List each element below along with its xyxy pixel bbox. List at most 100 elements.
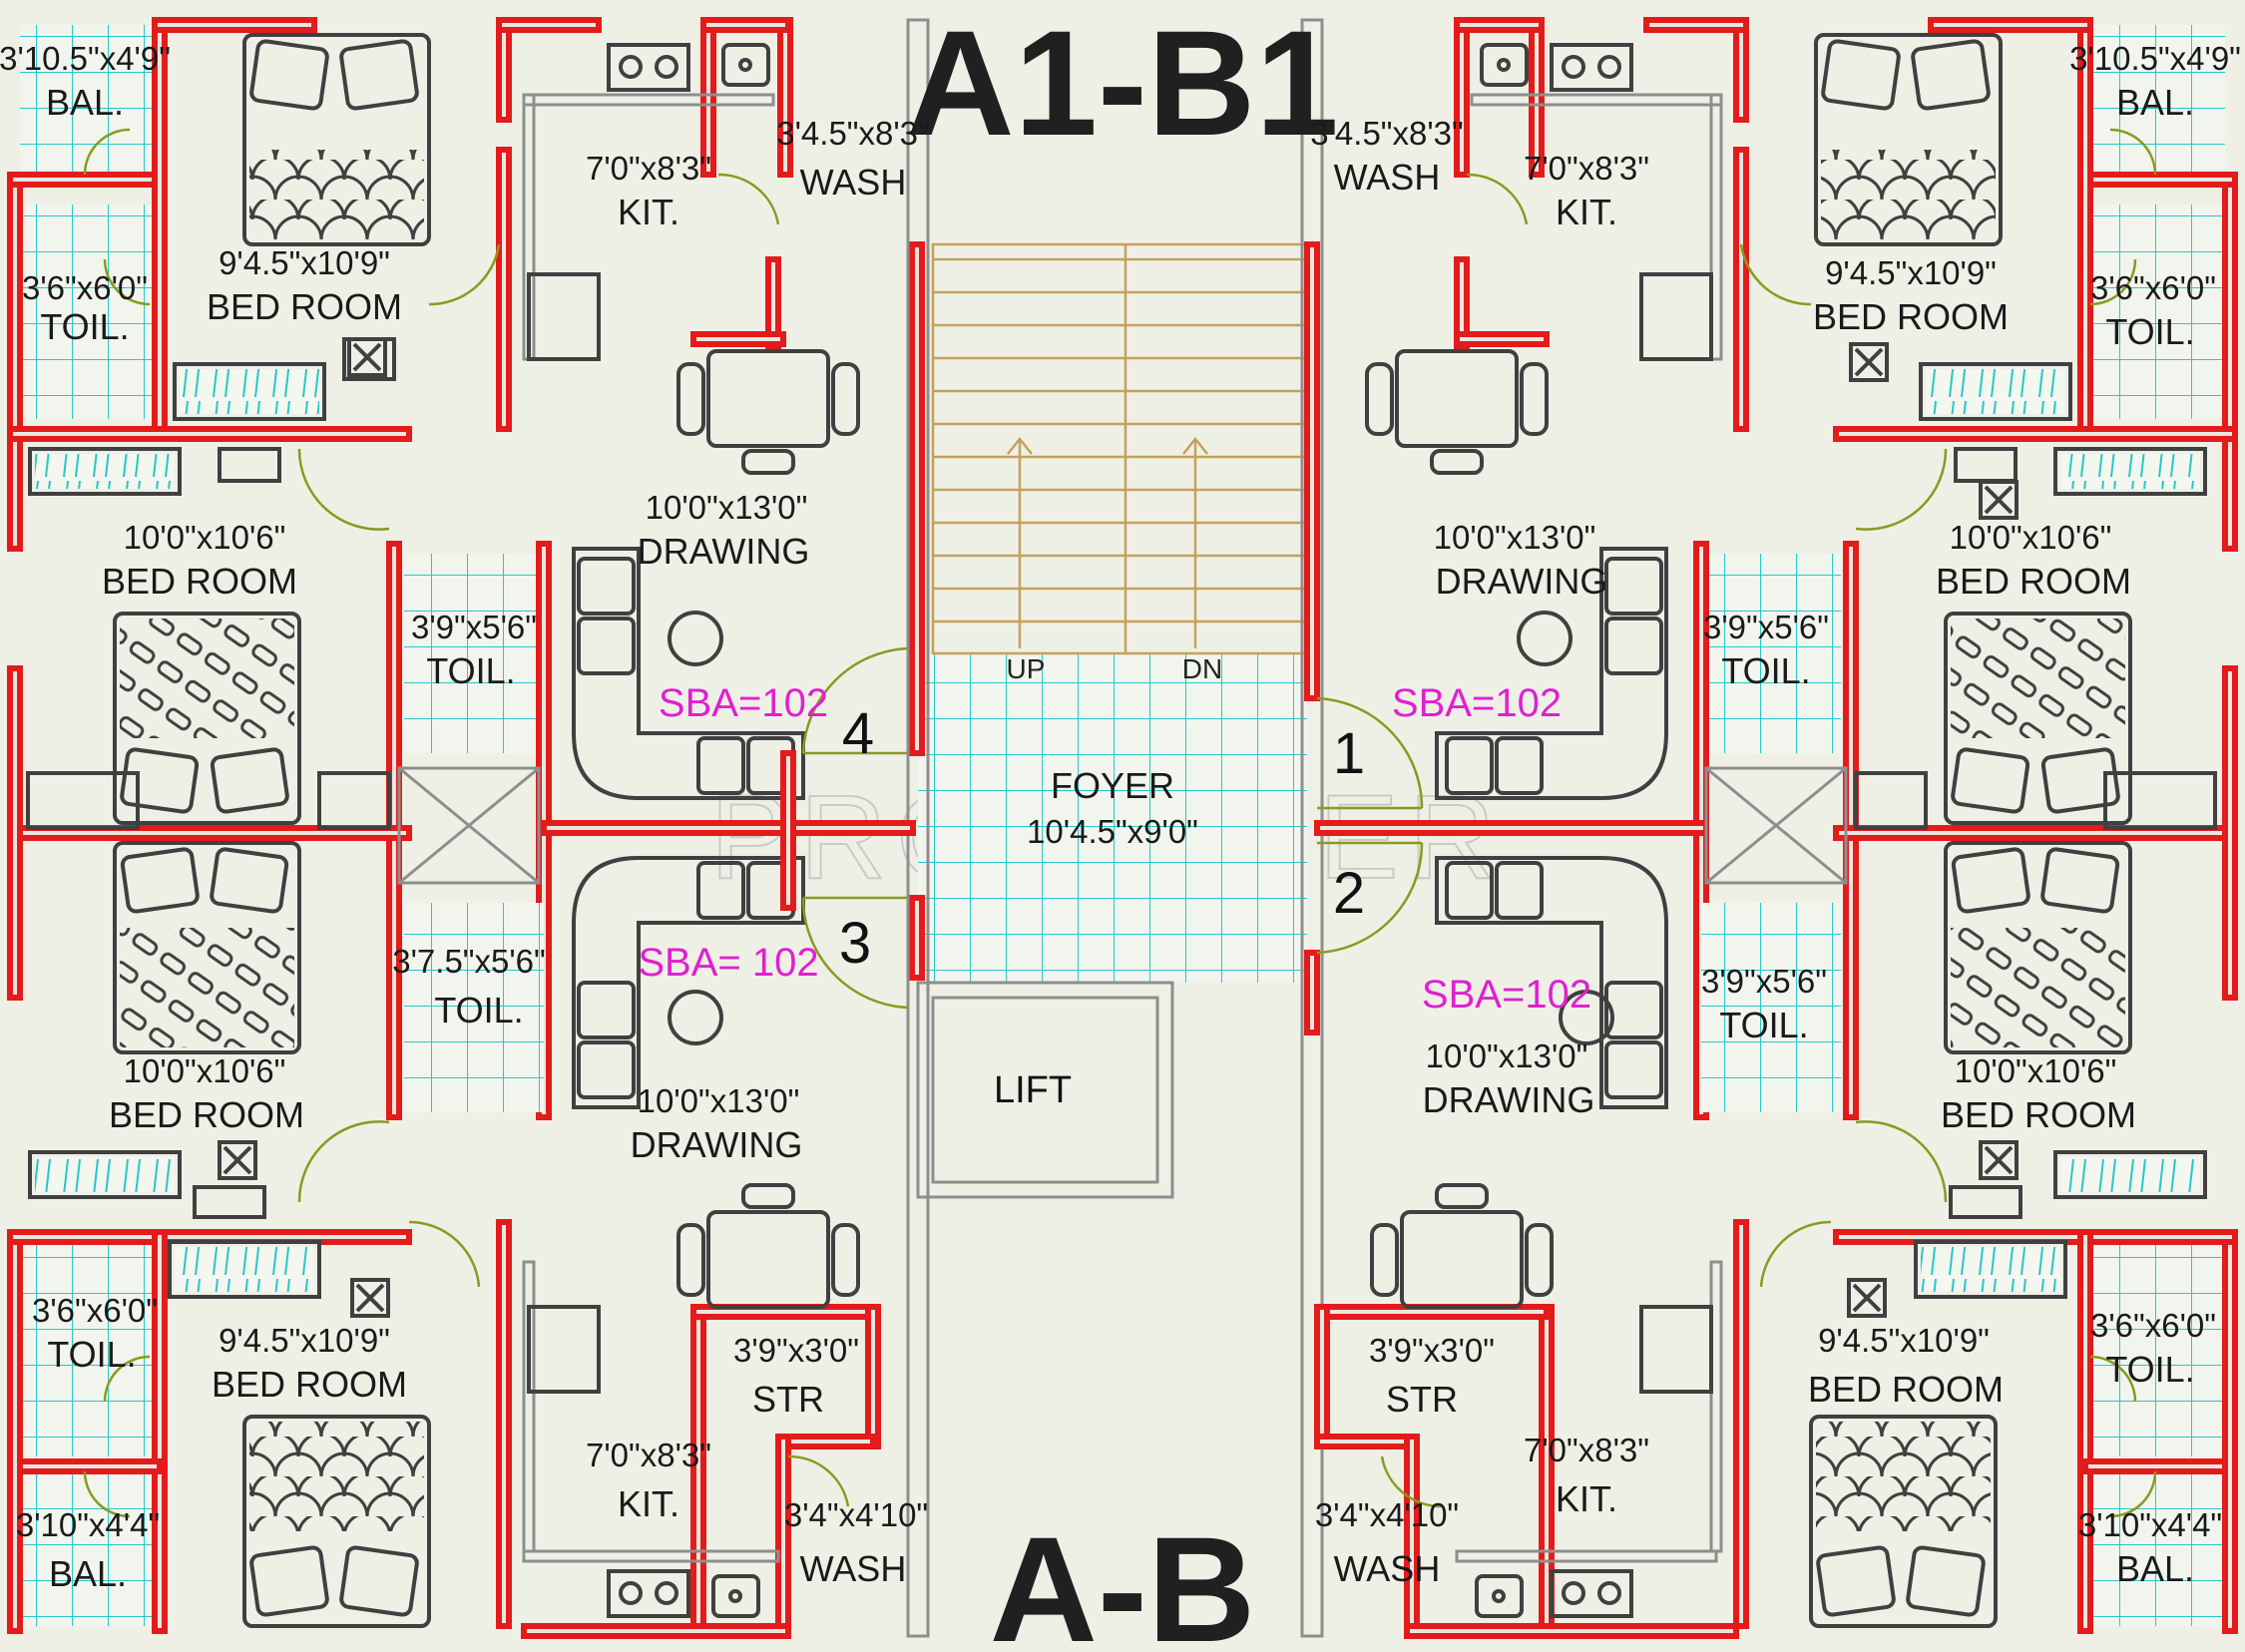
balcony-1-name: BAL. xyxy=(2116,82,2194,123)
exhaust-box-3 xyxy=(350,1278,390,1318)
door-3[interactable] xyxy=(801,896,909,1010)
bedroom-4b-size: 10'0"x10'6" xyxy=(124,519,286,556)
wash-2-size: 3'4"x4'10" xyxy=(1315,1496,1459,1533)
wash-3-size: 3'4"x4'10" xyxy=(784,1496,928,1533)
kitchen-1-name: KIT. xyxy=(1556,192,1617,232)
dining-table-4 xyxy=(676,349,860,475)
double-bed-4 xyxy=(242,33,431,246)
drawing-4-size: 10'0"x13'0" xyxy=(646,489,808,526)
kitchen-sink-4 xyxy=(721,43,770,87)
balcony-2-name: BAL. xyxy=(2116,1548,2194,1589)
bedroom-2b-name: BED ROOM xyxy=(1941,1094,2136,1135)
exhaust-box-1b xyxy=(1979,480,2019,520)
bedroom-4a-name: BED ROOM xyxy=(207,286,402,327)
title-bottom: A-B xyxy=(990,1505,1256,1652)
door-number-1: 1 xyxy=(1333,721,1365,786)
bedroom-1a-size: 9'4.5"x10'9" xyxy=(1825,254,1997,291)
bedroom-3a-name: BED ROOM xyxy=(212,1364,407,1405)
balcony-1-floor xyxy=(2085,25,2225,175)
toilet-4a-floor xyxy=(22,205,152,419)
exhaust-box-4 xyxy=(347,337,387,377)
exhaust-box-3b xyxy=(218,1140,257,1180)
drawing-2-name: DRAWING xyxy=(1423,1079,1595,1120)
unit-4: 3'10.5"x4'9" BAL. 3'6"x6'0" TOIL. 9'4.5"… xyxy=(0,17,930,1120)
toilet-3a-floor xyxy=(22,1242,162,1456)
toilet-4b-name: TOIL. xyxy=(426,650,515,691)
toilet-2a-floor xyxy=(2083,1242,2223,1456)
wash-1-name: WASH xyxy=(1334,157,1441,198)
bedroom-1b-name: BED ROOM xyxy=(1936,561,2131,602)
sba-1: SBA=102 xyxy=(1392,681,1562,725)
bedroom-2a-size: 9'4.5"x10'9" xyxy=(1818,1322,1990,1359)
double-bed-1 xyxy=(1814,33,2003,246)
drawing-3-size: 10'0"x13'0" xyxy=(638,1082,800,1119)
drawing-2-size: 10'0"x13'0" xyxy=(1426,1037,1588,1074)
door-4[interactable] xyxy=(801,646,909,755)
sofa-set-2 xyxy=(1435,856,1668,1109)
exhaust-box-2b xyxy=(1979,1140,2019,1180)
wash-3-name: WASH xyxy=(800,1548,907,1589)
kitchen-stove-3 xyxy=(607,1569,690,1618)
sba-4: SBA=102 xyxy=(659,681,828,725)
drawing-4-name: DRAWING xyxy=(638,531,810,572)
door-2[interactable] xyxy=(1316,841,1424,955)
kitchen-stove-1 xyxy=(1550,43,1633,92)
toilet-1b-name: TOIL. xyxy=(1721,650,1810,691)
toilet-1a-name: TOIL. xyxy=(2105,311,2194,352)
balcony-3-floor xyxy=(22,1466,162,1626)
store-2-size: 3'9"x3'0" xyxy=(1369,1332,1495,1369)
kitchen-sink-3 xyxy=(711,1574,760,1618)
balcony-1-size: 3'10.5"x4'9" xyxy=(2069,40,2241,77)
kitchen-sink-2 xyxy=(1475,1574,1524,1618)
exhaust-box-2 xyxy=(1847,1278,1887,1318)
store-2-name: STR xyxy=(1386,1379,1458,1420)
toilet-1b-floor xyxy=(1701,554,1841,753)
single-bed-4 xyxy=(113,612,301,825)
balcony-3-name: BAL. xyxy=(49,1553,127,1594)
toilet-2b-floor xyxy=(1701,903,1841,1112)
balcony-4-size: 3'10.5"x4'9" xyxy=(0,40,171,77)
balcony-3-size: 3'10"x4'4" xyxy=(16,1506,160,1543)
unit-1: 3'10.5"x4'9" BAL. 3'6"x6'0" TOIL. 9'4.5"… xyxy=(1310,17,2241,1120)
kitchen-stove-2 xyxy=(1550,1569,1633,1618)
double-bed-2 xyxy=(1809,1415,1998,1628)
single-bed-3 xyxy=(113,841,301,1054)
balcony-4-name: BAL. xyxy=(46,82,124,123)
toilet-2a-size: 3'6"x6'0" xyxy=(2090,1307,2216,1344)
toilet-3b-size: 3'7.5"x5'6" xyxy=(392,943,545,980)
wash-4-size: 3'4.5"x8'3" xyxy=(776,115,929,152)
kitchen-3-name: KIT. xyxy=(618,1483,679,1524)
single-bed-2 xyxy=(1944,841,2132,1054)
single-bed-1 xyxy=(1944,612,2132,825)
door-1[interactable] xyxy=(1316,696,1424,810)
foyer-size: 10'4.5"x9'0" xyxy=(1027,813,1198,850)
kitchen-4-size: 7'0"x8'3" xyxy=(586,150,711,187)
bedroom-1a-name: BED ROOM xyxy=(1813,296,2009,337)
kitchen-1-size: 7'0"x8'3" xyxy=(1524,150,1649,187)
foyer-name: FOYER xyxy=(1051,765,1174,806)
toilet-2b-name: TOIL. xyxy=(1719,1005,1808,1045)
unit-3: 3'6"x6'0" TOIL. 3'10"x4'4" BAL. 9'4.5"x1… xyxy=(7,841,928,1639)
bedroom-2b-size: 10'0"x10'6" xyxy=(1955,1052,2117,1089)
toilet-3b-name: TOIL. xyxy=(434,990,523,1031)
toilet-3a-size: 3'6"x6'0" xyxy=(32,1292,158,1329)
dining-table-3 xyxy=(676,1183,860,1309)
drawing-1-name: DRAWING xyxy=(1436,561,1608,602)
lift-label: LIFT xyxy=(994,1069,1072,1111)
toilet-4a-size: 3'6"x6'0" xyxy=(22,269,148,306)
store-3-name: STR xyxy=(752,1379,824,1420)
core: UP DN FOYER 10'4.5"x9'0" LIFT xyxy=(906,18,1324,1638)
unit-2: 3'6"x6'0" TOIL. 3'10"x4'4" BAL. 9'4.5"x1… xyxy=(1314,841,2238,1639)
balcony-4-floor xyxy=(20,25,160,175)
door-number-2: 2 xyxy=(1333,861,1365,926)
toilet-4a-name: TOIL. xyxy=(40,306,129,347)
wash-2-name: WASH xyxy=(1334,1548,1441,1589)
drawing-3-name: DRAWING xyxy=(631,1124,803,1165)
drawing-1-size: 10'0"x13'0" xyxy=(1434,519,1596,556)
bedroom-1b-size: 10'0"x10'6" xyxy=(1950,519,2112,556)
foyer-floor xyxy=(918,653,1307,983)
kitchen-sink-1 xyxy=(1480,43,1529,87)
store-3-size: 3'9"x3'0" xyxy=(733,1332,859,1369)
double-bed-3 xyxy=(242,1415,431,1628)
toilet-1b-size: 3'9"x5'6" xyxy=(1703,609,1829,645)
